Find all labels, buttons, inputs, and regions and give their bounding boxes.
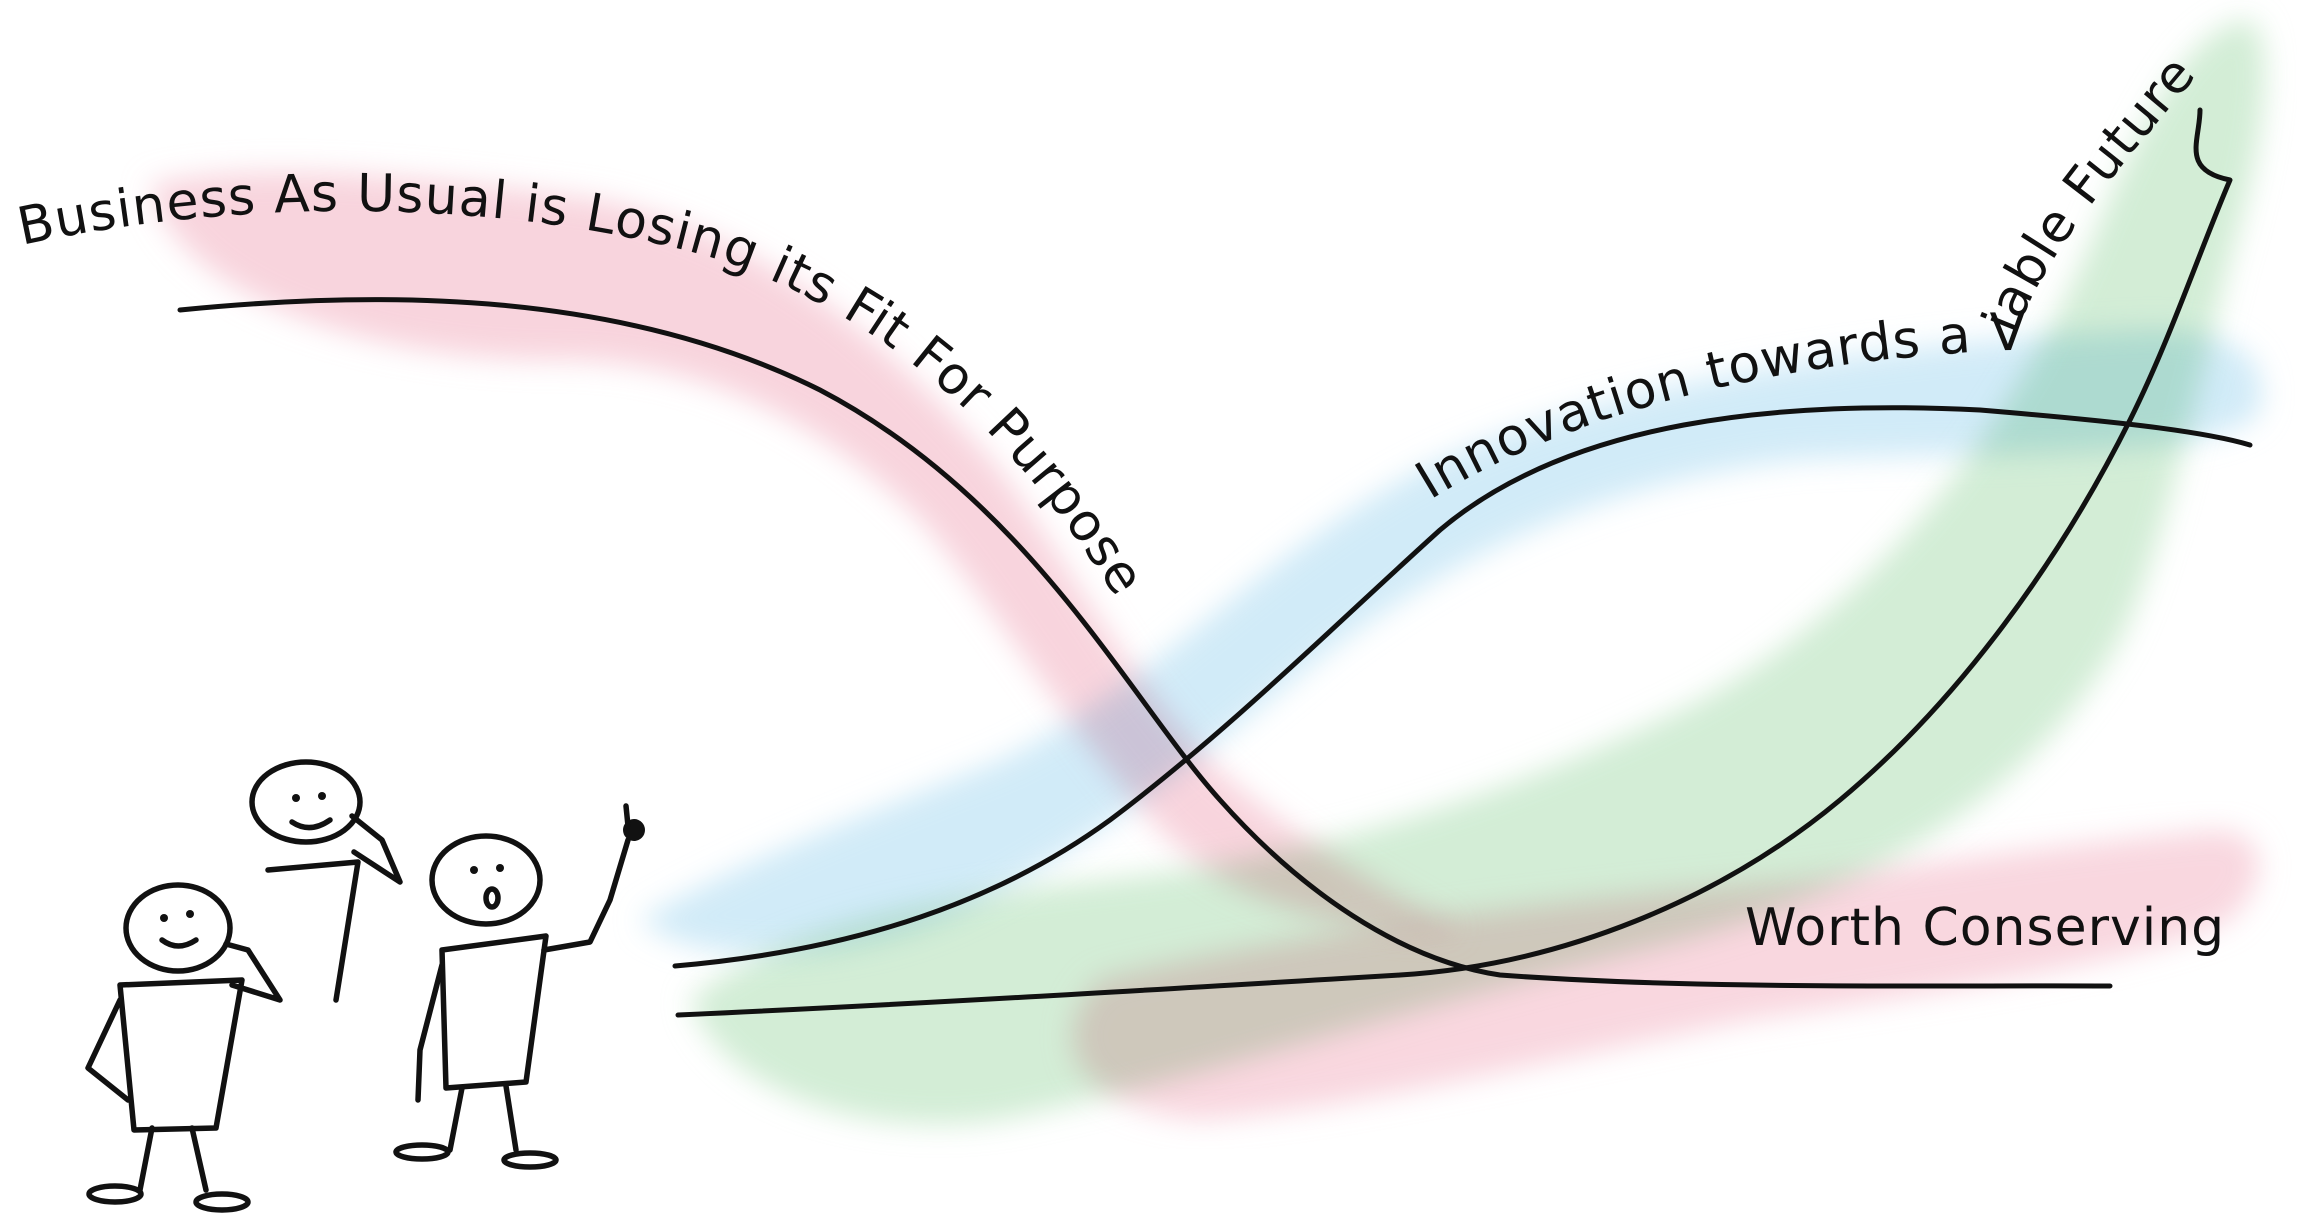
watercolor-bands [150,20,2265,1125]
curve-innovation [672,405,2253,969]
curve-business-as-usual [177,297,2113,989]
stick-figures [85,759,645,1213]
curve-viable-future [675,107,2233,1018]
band-innovation [640,330,2262,954]
figure-pointing [393,803,645,1170]
curves [177,107,2253,1018]
band-worth-conserving [1072,830,2259,1120]
label-worth-conserving: Worth Conserving [1745,898,2225,958]
band-viable-future [690,20,2265,1125]
figure-thinking-left [85,882,283,1213]
figure-scratching-head [249,759,403,1003]
